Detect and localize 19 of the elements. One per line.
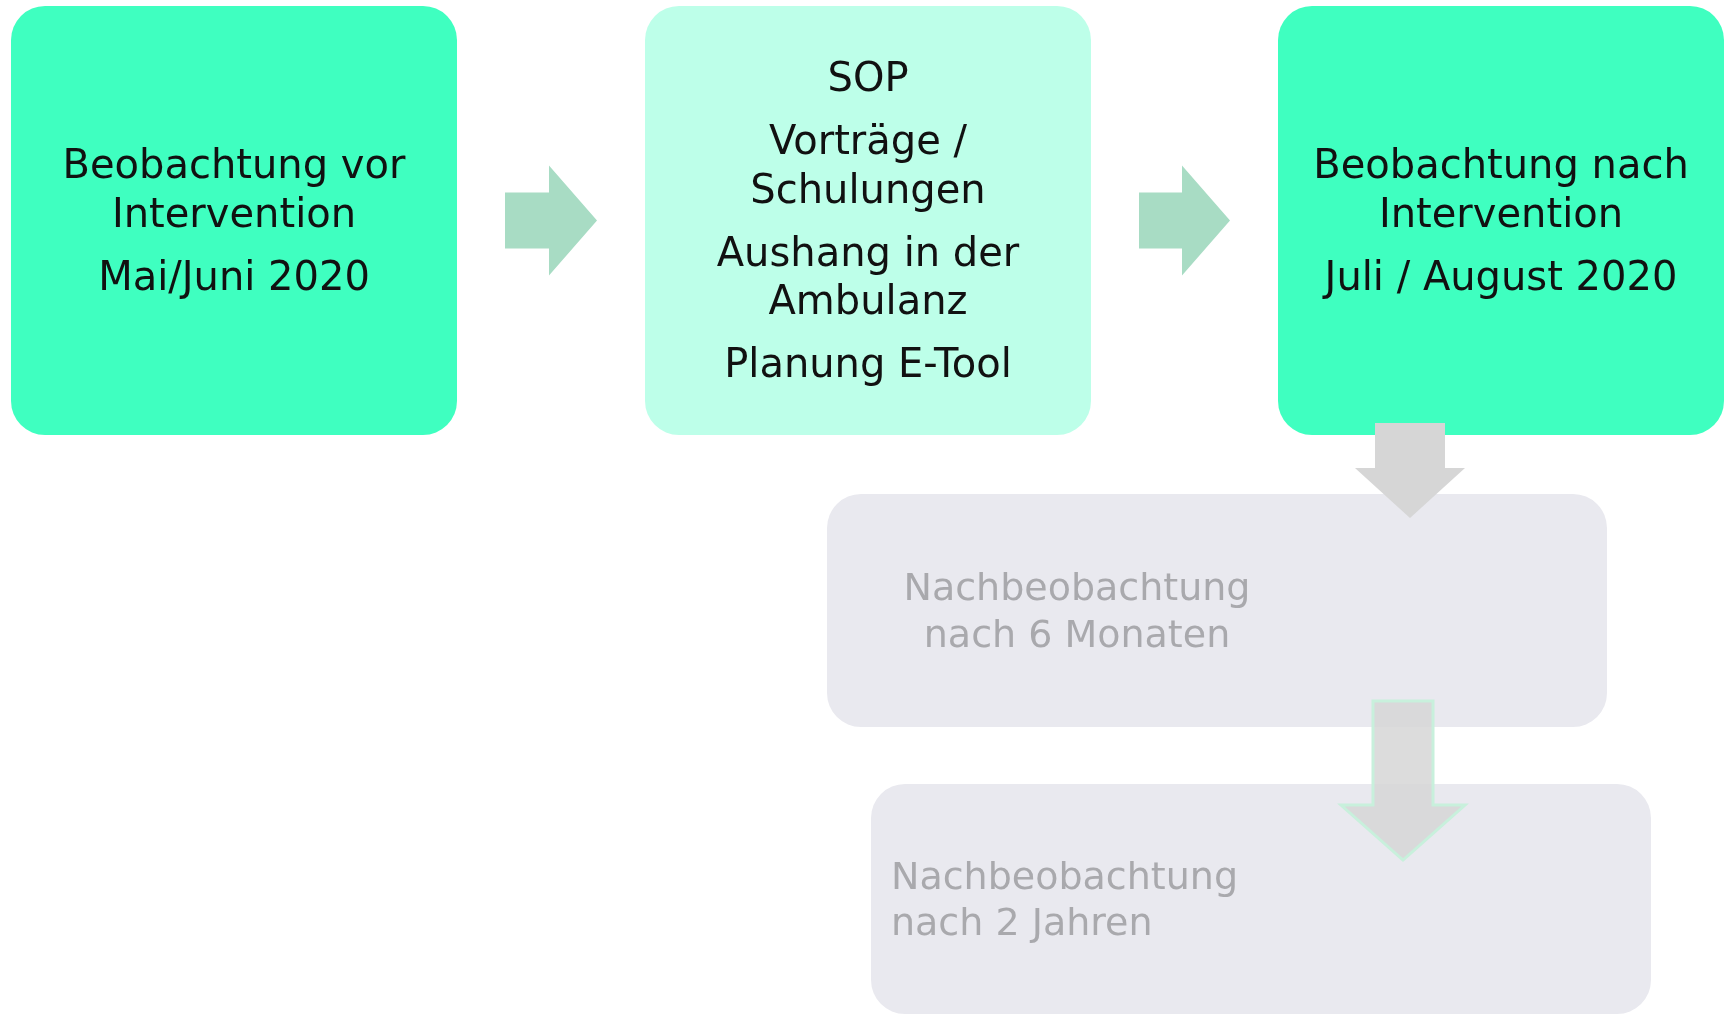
box-text: Beobachtung vor Intervention [61, 140, 407, 238]
measures-box [645, 6, 1091, 435]
block-arrow [1355, 423, 1465, 518]
followup-box [827, 494, 1607, 727]
block-arrow [1139, 165, 1230, 276]
followup-box [871, 784, 1651, 1014]
box-text: Planung E-Tool [723, 339, 1013, 388]
box-text: Vorträge / Schulungen [749, 115, 987, 214]
box-text: Nachbeobachtung nach 2 Jahren [891, 852, 1239, 946]
phase-box [11, 6, 457, 435]
block-arrow [505, 165, 597, 276]
block-arrow [1337, 699, 1469, 862]
box-text: SOP [826, 53, 910, 102]
box-text: Beobachtung nach Intervention [1312, 140, 1690, 238]
box-text: Aushang in der Ambulanz [715, 227, 1021, 326]
box-text: Mai/Juni 2020 [97, 251, 371, 301]
phase-box [1278, 6, 1724, 435]
box-text: Nachbeobachtung nach 6 Monaten [902, 564, 1252, 657]
box-text: Juli / August 2020 [1321, 251, 1679, 301]
